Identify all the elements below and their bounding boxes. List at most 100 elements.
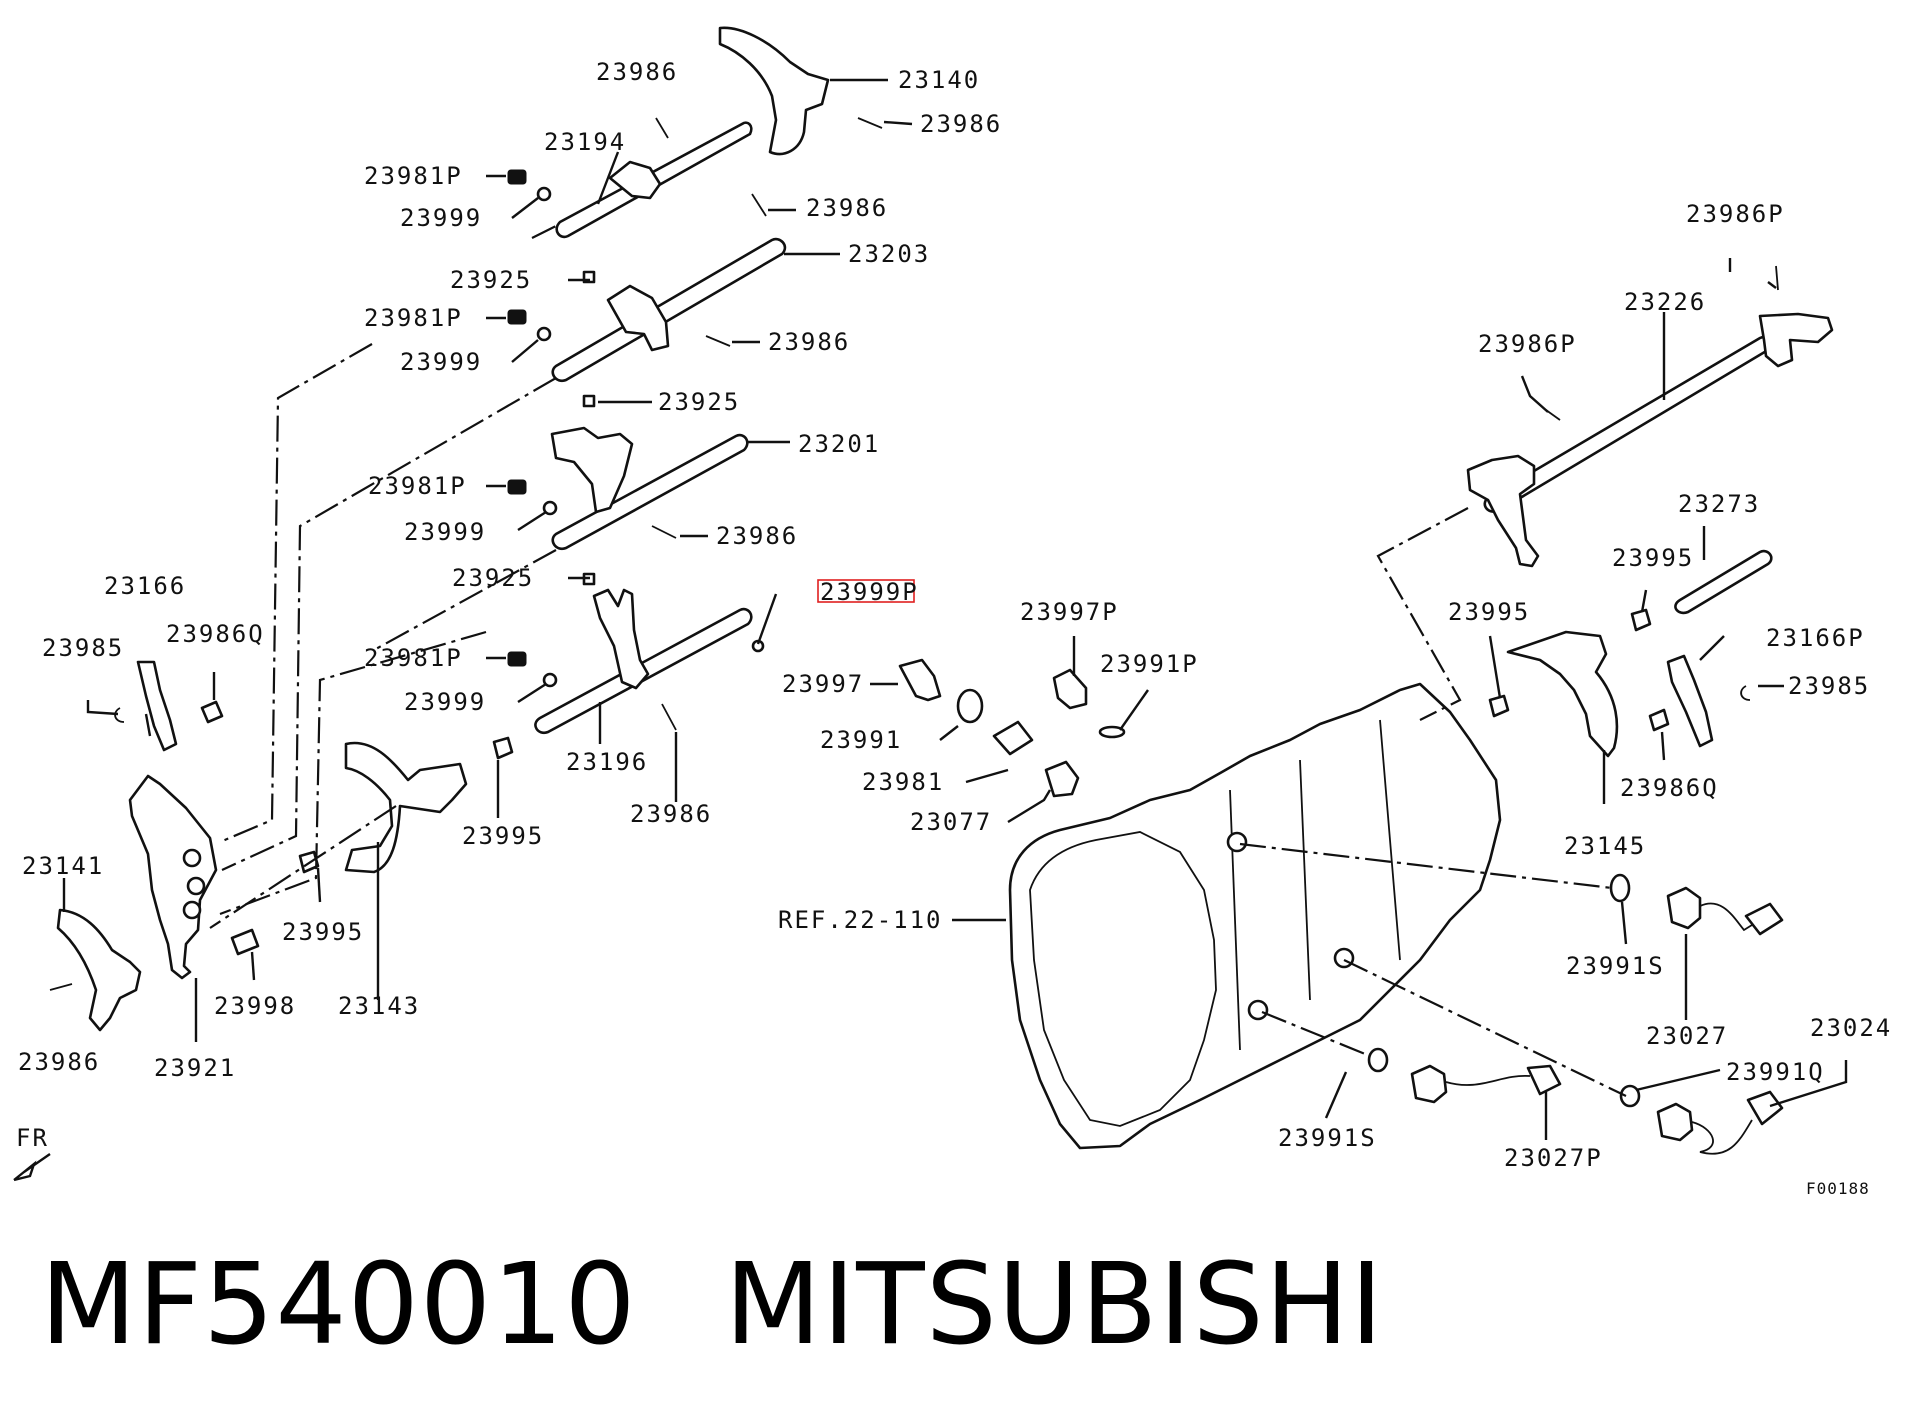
ring-23991S-upper bbox=[1609, 873, 1631, 903]
callout-labels: 23986 23140 23986 23194 23981P 23999 239… bbox=[18, 58, 1892, 1172]
interlock-bracket-23921 bbox=[128, 774, 218, 980]
callout-label: 23925 bbox=[658, 388, 740, 416]
case-port-3 bbox=[1247, 999, 1269, 1021]
case-port-1 bbox=[1226, 831, 1248, 853]
callout-label: 23998 bbox=[214, 992, 296, 1020]
bolt-23998 bbox=[230, 928, 260, 956]
callout-label: 23986 bbox=[596, 58, 678, 86]
pin-23986P-1 bbox=[1775, 265, 1779, 291]
callout-label: 23201 bbox=[798, 430, 880, 458]
callout-label: 23999 bbox=[404, 688, 486, 716]
shift-lug-23203 bbox=[606, 284, 670, 352]
callout-label: 23166 bbox=[104, 572, 186, 600]
shift-lug-23196 bbox=[592, 588, 650, 690]
pin-23986-7 bbox=[49, 983, 73, 991]
shift-lug-23194 bbox=[608, 160, 662, 200]
plate-23166 bbox=[136, 660, 178, 752]
shift-head-23226 bbox=[1758, 312, 1834, 368]
case-port-2 bbox=[1333, 947, 1355, 969]
callout-label: 23999 bbox=[400, 204, 482, 232]
callout-label: 23991Q bbox=[1726, 1058, 1825, 1086]
ring-23991Q bbox=[1619, 1084, 1641, 1108]
bushing-23995-d bbox=[1630, 608, 1652, 632]
callout-label: 23986 bbox=[630, 800, 712, 828]
callout-label: 23203 bbox=[848, 240, 930, 268]
callout-label: 23196 bbox=[566, 748, 648, 776]
sensor-23027 bbox=[1666, 886, 1702, 930]
ring-23991P bbox=[1098, 725, 1126, 739]
callout-label: 23986P bbox=[1686, 200, 1785, 228]
callout-label: 23226 bbox=[1624, 288, 1706, 316]
callout-label: 23024 bbox=[1810, 1014, 1892, 1042]
plate-23166P bbox=[1666, 654, 1714, 748]
callout-label: 23986P bbox=[1478, 330, 1577, 358]
callout-label: 23995 bbox=[462, 822, 544, 850]
ring-23991S-lower bbox=[1367, 1047, 1389, 1073]
ball-23999-2 bbox=[536, 326, 552, 342]
callout-label: 23997 bbox=[782, 670, 864, 698]
callout-label: 23981P bbox=[364, 644, 463, 672]
callout-label: 23986 bbox=[18, 1048, 100, 1076]
callout-label: 23077 bbox=[910, 808, 992, 836]
sensor-23027-connector bbox=[1744, 902, 1784, 936]
front-direction-label: FR bbox=[16, 1124, 49, 1152]
pin-23986-2 bbox=[857, 117, 883, 129]
pin-23273 bbox=[1674, 549, 1773, 615]
leader-lines bbox=[62, 78, 1848, 1140]
callout-label: 23921 bbox=[154, 1054, 236, 1082]
ball-23999-4 bbox=[542, 672, 558, 688]
pin-23986-1 bbox=[655, 117, 669, 139]
callout-label: 23986 bbox=[768, 328, 850, 356]
plug-23997 bbox=[898, 658, 942, 702]
bushing-23995-c bbox=[1488, 694, 1510, 718]
sensor-23024 bbox=[1656, 1102, 1694, 1142]
plug-23997P bbox=[1052, 668, 1088, 710]
sensor-23027P bbox=[1410, 1064, 1448, 1104]
pin-23986-3 bbox=[751, 193, 767, 217]
callout-label: 23999 bbox=[400, 348, 482, 376]
callout-label: 23027 bbox=[1646, 1022, 1728, 1050]
part-graphics bbox=[49, 26, 1834, 1155]
shift-fork-23141 bbox=[56, 908, 142, 1032]
callout-label: 23995 bbox=[282, 918, 364, 946]
bushing-23995-a bbox=[492, 736, 514, 760]
callout-label: 23995 bbox=[1612, 544, 1694, 572]
callout-label: 23925 bbox=[452, 564, 534, 592]
plug-23986Q-left bbox=[200, 700, 224, 724]
callout-label-highlighted: 23999P bbox=[820, 578, 919, 606]
bracket-hole-3 bbox=[182, 900, 202, 920]
front-direction-marker: FR bbox=[13, 1124, 51, 1182]
ball-23999-3 bbox=[542, 500, 558, 516]
callout-label: 23981P bbox=[364, 162, 463, 190]
callout-label: 23991P bbox=[1100, 650, 1199, 678]
pin-23925-2 bbox=[582, 394, 596, 408]
highlight-box bbox=[817, 579, 915, 603]
pin-23986P-2 bbox=[1545, 409, 1561, 421]
callout-label: 23981P bbox=[364, 304, 463, 332]
callout-label: 23981P bbox=[368, 472, 467, 500]
brand-name: MITSUBISHI bbox=[724, 1240, 1384, 1370]
shift-fork-23143 bbox=[344, 741, 468, 874]
bellhousing-flange bbox=[1029, 831, 1217, 1127]
pin-23986-5 bbox=[651, 525, 677, 539]
spring-23981 bbox=[992, 720, 1034, 756]
spring-23981P-2 bbox=[507, 309, 527, 325]
clip-23985-left bbox=[114, 707, 125, 723]
callout-label: 23986Q bbox=[1620, 774, 1719, 802]
callout-label: 23027P bbox=[1504, 1144, 1603, 1172]
diagram-code: F00188 bbox=[1806, 1179, 1870, 1198]
pin-23986-4 bbox=[705, 335, 731, 347]
callout-label: 23991S bbox=[1566, 952, 1665, 980]
ring-23991 bbox=[956, 688, 984, 724]
shift-lug-23201 bbox=[550, 426, 634, 514]
clip-23985-right bbox=[1740, 685, 1751, 701]
collar-23077 bbox=[1044, 760, 1080, 798]
sensor-23027P-connector bbox=[1526, 1064, 1562, 1096]
shift-rail-23203 bbox=[551, 237, 787, 383]
sensor-23024-wire bbox=[1691, 1119, 1753, 1155]
pin-23986-6 bbox=[661, 703, 677, 731]
sensor-23027-wire bbox=[1699, 902, 1761, 932]
callout-label: 23985 bbox=[1788, 672, 1870, 700]
